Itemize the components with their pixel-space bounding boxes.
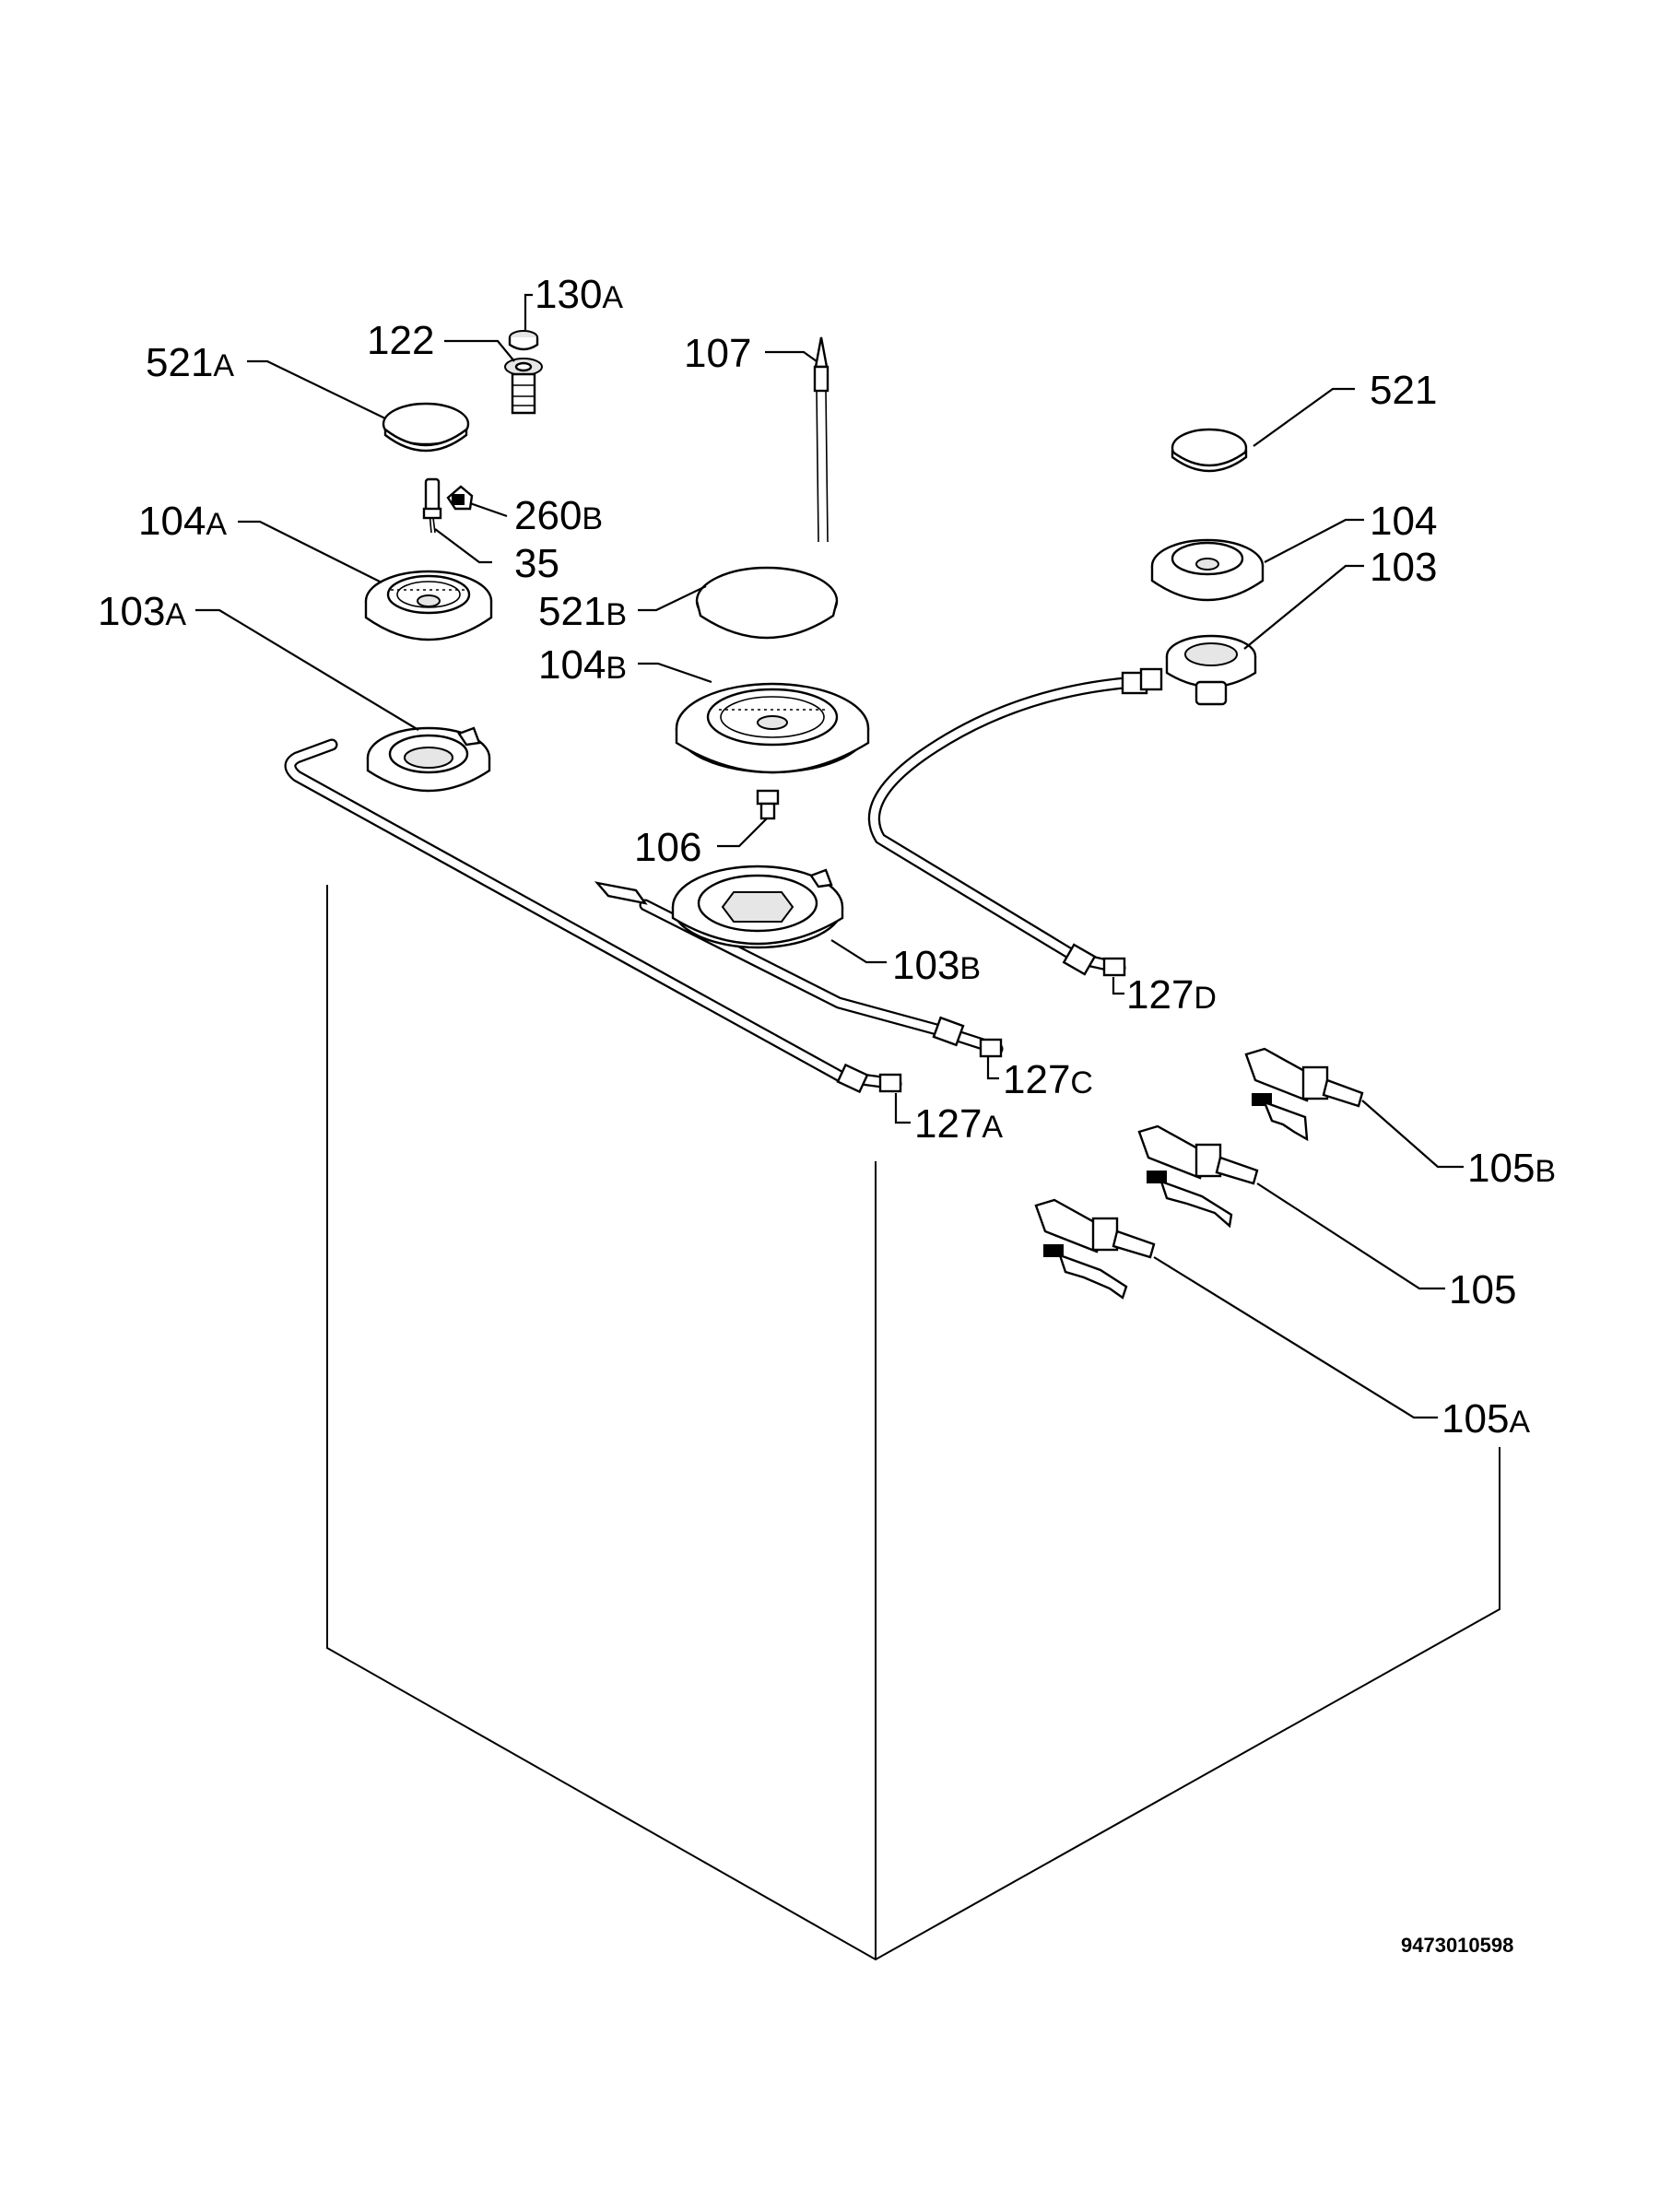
pipe-127c [639,899,1004,1058]
label-127d: 127D [1126,972,1217,1018]
gas-valve-105 [1137,1124,1259,1229]
burner-cap-521b [695,566,839,640]
injector-106 [756,789,780,820]
leader-lines [195,293,1464,1419]
clip-260b [446,485,474,511]
label-103: 103 [1370,545,1437,590]
burner-cap-521 [1171,428,1248,473]
gas-valve-105b [1244,1047,1364,1142]
label-260b: 260B [514,493,603,538]
burner-crown-104b [675,682,870,774]
cabinet-outline [326,885,1500,1961]
burner-crown-104a [364,570,493,641]
burner-cap-521a [382,402,470,453]
callout-labels: 130A 122 521A 107 521 260B 35 104A 104 1… [98,272,1556,1441]
label-521b: 521B [538,589,627,634]
burner-base-103 [1165,634,1257,706]
label-104: 104 [1370,499,1437,544]
label-521: 521 [1370,368,1437,413]
pipe-127d [867,667,1163,977]
label-35: 35 [514,541,559,586]
label-104a: 104A [138,499,227,544]
electrode-107 [813,336,830,543]
label-106: 106 [634,825,701,870]
washer-130a [508,330,539,351]
label-127a: 127A [914,1101,1003,1147]
fitting-122 [504,358,543,415]
burner-base-103a [366,726,491,793]
label-122: 122 [367,318,434,363]
pipe-127a [284,738,902,1094]
label-107: 107 [684,331,751,376]
burner-crown-104 [1150,538,1265,602]
label-521a: 521A [146,340,234,385]
label-103a: 103A [98,589,186,634]
thermocouple-35 [422,477,442,534]
label-105: 105 [1449,1267,1516,1312]
label-130a: 130A [535,272,623,317]
label-103b: 103B [892,943,981,988]
label-104b: 104B [538,642,627,688]
document-id: 9473010598 [1401,1934,1513,1957]
label-127c: 127C [1003,1057,1093,1102]
label-105b: 105B [1467,1146,1556,1191]
gas-valve-105a [1034,1198,1156,1300]
label-105a: 105A [1442,1396,1530,1441]
burner-base-103b [594,865,844,949]
